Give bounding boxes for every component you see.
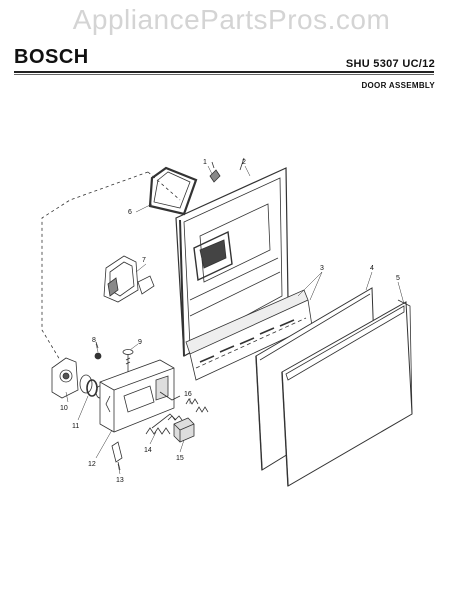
callout-10: 10 [60,405,68,412]
fastener-part [94,341,102,360]
callout-14: 14 [144,447,152,454]
header-rule-thin [14,74,434,75]
callout-12: 12 [88,461,96,468]
callout-15: 15 [176,455,184,462]
model-number: SHU 5307 UC/12 [345,58,435,70]
callout-3: 3 [320,265,324,272]
spring-top-part [185,398,209,413]
callout-8: 8 [92,337,96,344]
callout-7: 7 [142,257,146,264]
inner-door-panel-part [175,157,289,357]
callout-6: 6 [128,209,132,216]
callout-5: 5 [396,275,400,282]
spring-part [145,413,183,435]
screw-part [209,161,221,183]
header-rule [14,71,434,73]
watermark: AppliancePartsPros.com [72,4,391,35]
latch-block-part [173,417,195,443]
callout-11: 11 [72,423,79,430]
dashed-guide-left [41,171,149,361]
front-panel-part [281,299,413,487]
callout-2: 2 [242,159,246,166]
clip-part [111,441,123,471]
callout-4: 4 [370,265,374,272]
dispenser-gasket-part [148,166,198,216]
brand-logo: BOSCH [14,46,89,68]
leader-lines [65,165,405,475]
section-title: DOOR ASSEMBLY [361,81,435,90]
callout-1: 1 [203,159,207,166]
control-housing-part [99,359,181,433]
latch-bracket-part [103,255,155,303]
callout-13: 13 [116,477,124,484]
callout-9: 9 [138,339,142,346]
hinge-strip-part [185,289,313,381]
control-knob-housing-part [51,357,79,399]
bolt-part [122,349,134,372]
callout-16: 16 [184,391,192,398]
